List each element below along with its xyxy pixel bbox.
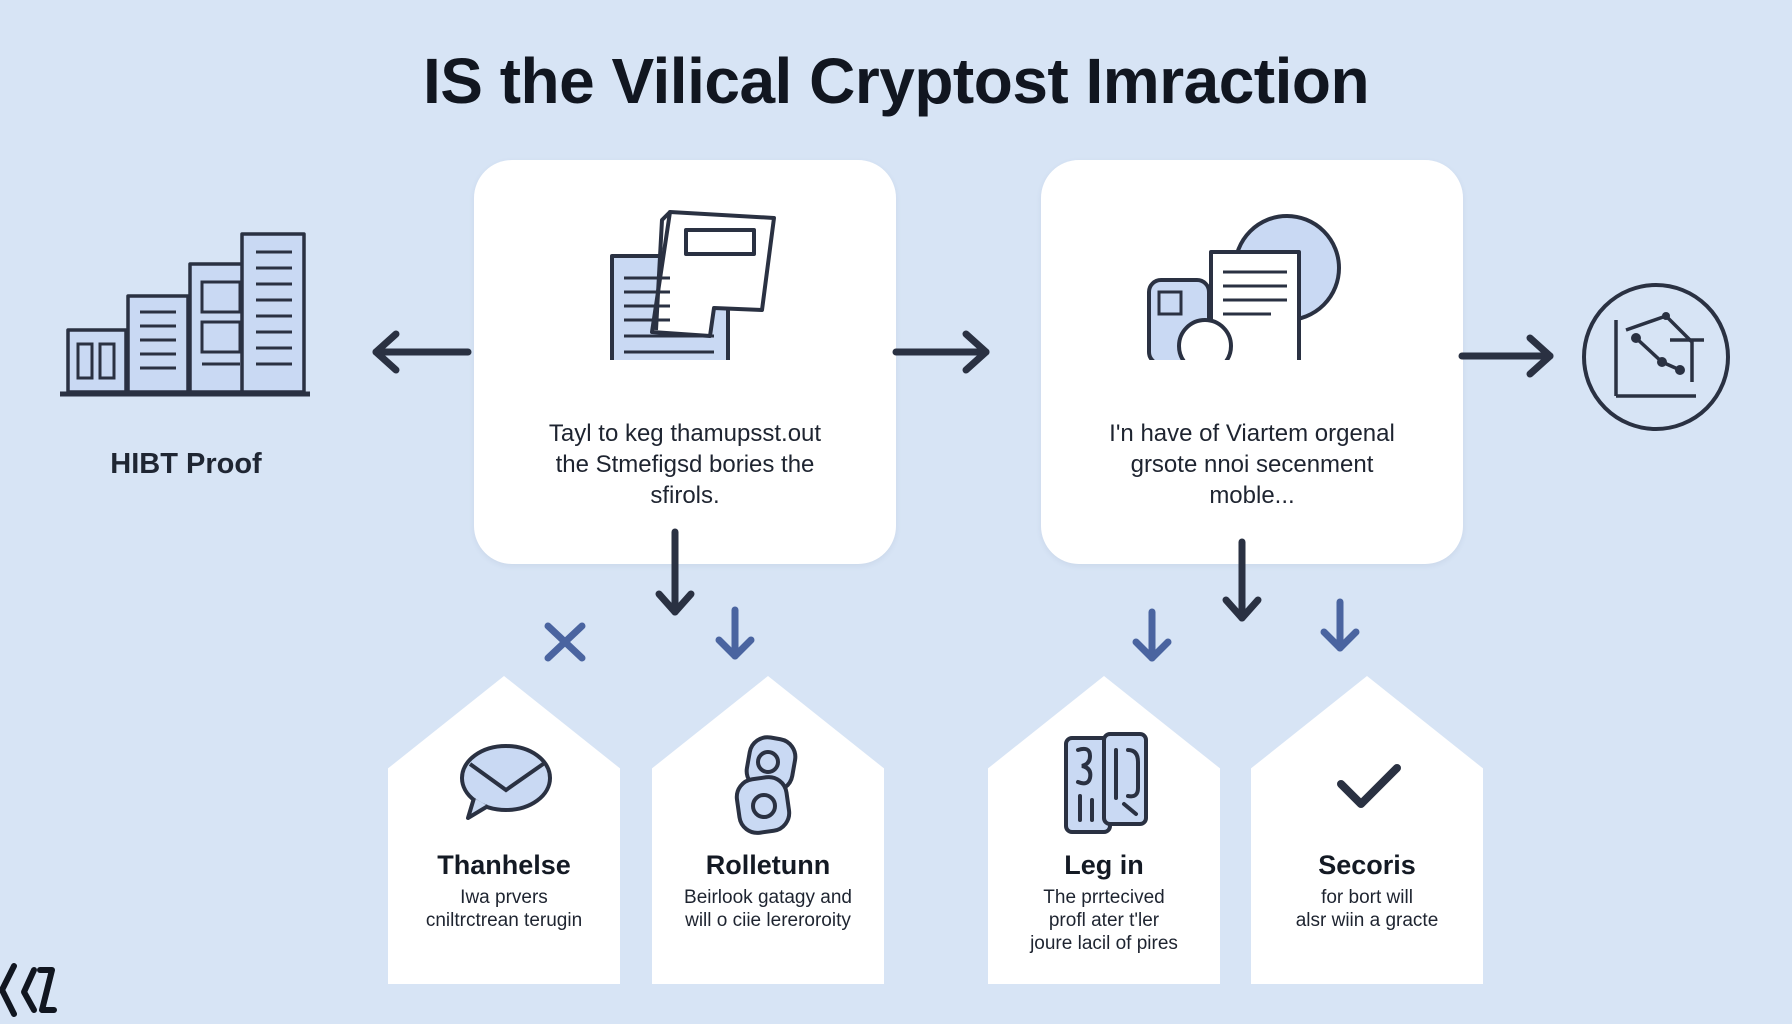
corner-logo-icon [0, 963, 57, 1017]
card-right-text: I'n have of Viartem orgenal grsote nnoi … [1061, 418, 1443, 511]
outcome-title: Thanhelse [437, 850, 571, 880]
envelope-icon [460, 744, 552, 820]
outcome-line: for bort will [1321, 887, 1413, 908]
card-left-line: sfirols. [650, 482, 720, 509]
card-right-line: I'n have of Viartem orgenal [1109, 420, 1395, 447]
document-stack-icon [610, 210, 776, 360]
outcome-title: Leg in [1064, 850, 1144, 880]
outcome-text: for bort will alsr wiin a gracte [1257, 886, 1477, 932]
outcome-text: Beirlook gatagy and will o ciie lereroro… [658, 886, 878, 932]
outcome-line: cniltrctrean terugin [425, 910, 583, 931]
checkmark-icon [1337, 764, 1401, 808]
outcome-line: joure lacil of pires [1030, 933, 1178, 954]
card-right-line: moble... [1209, 482, 1295, 509]
document-globe-icon [1147, 214, 1341, 360]
chain-link-icon [734, 735, 798, 835]
card-left-text: Tayl to keg thamupsst.out the Stmefigsd … [494, 418, 876, 511]
diagram-title: IS the Vilical Cryptost Imraction [422, 45, 1370, 117]
card-left-line: Tayl to keg thamupsst.out [548, 420, 822, 447]
card-right-line: grsote nnoi secenment [1130, 451, 1374, 478]
outcome-line: alsr wiin a gracte [1295, 910, 1439, 931]
outcome-line: will o ciie lereroroity [685, 910, 851, 931]
x-mark-icon [544, 622, 586, 662]
outcome-line: Iwa prvers [460, 887, 548, 908]
outcome-text: The prrtecived profl ater t'ler joure la… [994, 886, 1214, 955]
process-card-left: Tayl to keg thamupsst.out the Stmefigsd … [474, 160, 896, 564]
outcome-text: Iwa prvers cniltrctrean terugin [394, 886, 614, 932]
process-card-right: I'n have of Viartem orgenal grsote nnoi … [1041, 160, 1463, 564]
outcome-line: profl ater t'ler [1048, 910, 1160, 931]
outcome-title: Secoris [1318, 850, 1416, 880]
outcome-line: Beirlook gatagy and [684, 887, 852, 908]
numbered-panel-icon [1064, 732, 1148, 834]
outcome-card-1: Thanhelse Iwa prvers cniltrctrean terugi… [388, 676, 620, 984]
card-left-line: the Stmefigsd bories the [555, 451, 815, 478]
hibt-proof-label: HIBT Proof [110, 448, 262, 480]
outcome-line: The prrtecived [1043, 887, 1165, 908]
outcome-title: Rolletunn [705, 850, 831, 880]
